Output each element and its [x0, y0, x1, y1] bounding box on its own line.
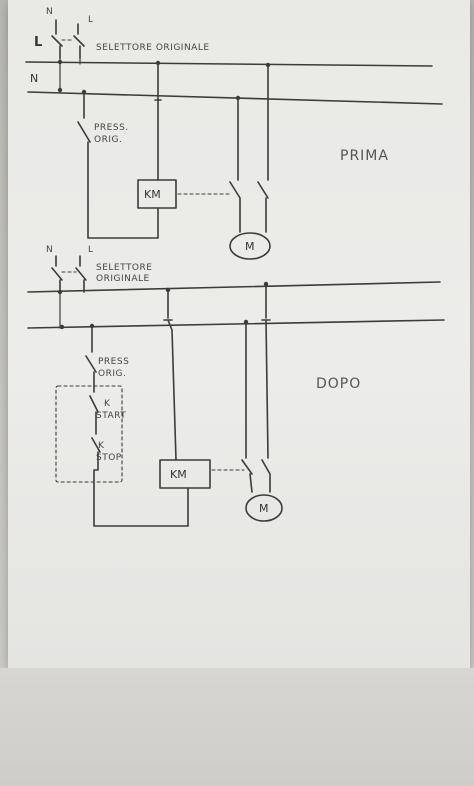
selector-contact-l: [73, 23, 85, 59]
label-l-small: L: [88, 15, 94, 25]
coil-feed-dopo: [163, 289, 177, 461]
bus-line-l-dopo: [27, 281, 441, 293]
selector-contact-n: [51, 19, 63, 59]
coil-km-box-dopo: [159, 459, 211, 489]
label-coil-km: KM: [144, 188, 161, 201]
label-n-small: N: [46, 7, 53, 17]
label-l-small-dopo: L: [88, 245, 94, 255]
label-selettore-originale: SELETTORE ORIGINALE: [96, 43, 210, 53]
diagram-prima: L N N L SELETTORE ORIGINALE PRESS. ORIG.: [25, 7, 443, 260]
node: [57, 289, 63, 295]
label-orig: ORIG.: [94, 135, 122, 145]
press-orig-branch: [77, 91, 159, 239]
node: [57, 59, 63, 65]
label-selettore-dopo-2: ORIGINALE: [96, 274, 150, 284]
selector-contact-l-dopo: [75, 255, 87, 293]
coil-km-box: [137, 179, 177, 209]
label-k-stop-2: STOP: [96, 453, 122, 463]
motor-m-circle: [229, 232, 271, 260]
motor-contact-2: [257, 64, 269, 233]
table-surface: [0, 668, 474, 786]
paper-sheet: [8, 0, 470, 668]
label-dopo: DOPO: [316, 376, 361, 392]
label-prima: PRIMA: [340, 148, 389, 164]
motor-contact-1-dopo: [241, 321, 253, 493]
bus-line-l: [25, 61, 433, 67]
coil-feed: [154, 62, 162, 181]
label-selettore-dopo-1: SELETTORE: [96, 263, 152, 273]
label-k-start-2: START: [96, 411, 126, 421]
label-k-stop-1: K: [98, 441, 105, 451]
bus-line-n: [27, 91, 443, 105]
motor-contact-1: [229, 97, 241, 233]
label-press-dopo: PRESS: [98, 357, 129, 367]
node: [59, 324, 65, 330]
motor-m-circle-dopo: [245, 494, 283, 522]
label-orig-dopo: ORIG.: [98, 369, 126, 379]
label-n-small-dopo: N: [46, 245, 53, 255]
label-n-supply: N: [30, 72, 38, 85]
motor-contact-2-dopo: [261, 283, 271, 493]
bus-line-n-dopo: [27, 319, 445, 329]
label-k-start-1: K: [104, 399, 111, 409]
label-l-supply: L: [34, 35, 42, 50]
label-motor-m-dopo: M: [259, 502, 269, 515]
node: [57, 87, 63, 93]
dashed-enclosure: [55, 385, 123, 483]
press-orig-branch-dopo: [85, 325, 189, 527]
label-press: PRESS.: [94, 123, 129, 133]
label-coil-km-dopo: KM: [170, 468, 187, 481]
label-motor-m: M: [245, 240, 255, 253]
selector-contact-n-dopo: [51, 255, 63, 293]
diagram-dopo: N L SELETTORE ORIGINALE PRESS ORIG. K: [27, 245, 445, 527]
